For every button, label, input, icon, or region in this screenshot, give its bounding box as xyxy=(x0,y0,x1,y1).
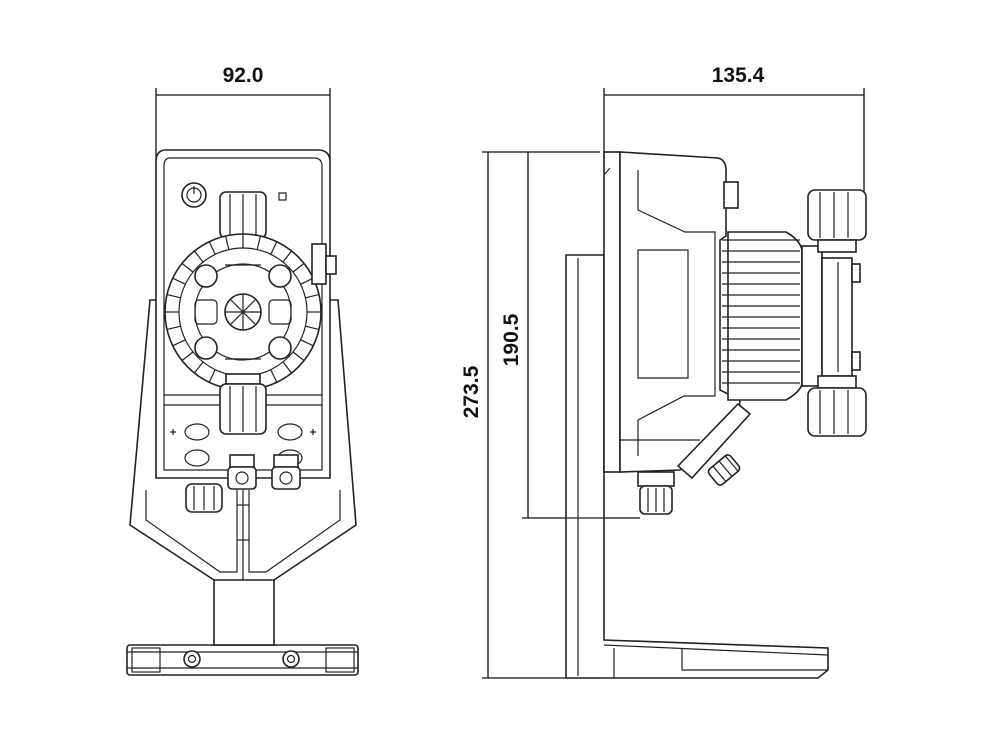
gear-tooth xyxy=(270,369,278,383)
side-lower-valve xyxy=(807,375,867,437)
gear-tooth xyxy=(172,339,186,347)
front-side-connector xyxy=(311,243,337,285)
front-view: 92.0 xyxy=(126,64,359,676)
gear-tooth xyxy=(193,361,204,374)
front-cable-glands xyxy=(185,454,301,513)
gear-tooth xyxy=(181,351,194,362)
front-width-dimension: 92.0 xyxy=(155,64,331,160)
gear-tooth xyxy=(208,241,216,255)
gear-tooth xyxy=(256,235,261,250)
gear-tooth xyxy=(208,369,216,383)
gear-tooth xyxy=(305,325,320,330)
front-pump-head xyxy=(164,233,322,391)
gear-tooth xyxy=(270,241,278,255)
gear-tooth xyxy=(292,351,305,362)
side-upper-valve xyxy=(807,189,867,253)
front-stand-neck xyxy=(213,577,275,646)
front-base xyxy=(126,644,359,676)
front-lower-valve xyxy=(219,373,267,435)
gear-tooth xyxy=(193,250,204,263)
total-height-label: 273.5 xyxy=(460,365,483,418)
side-width-dimension: 135.4 xyxy=(603,64,865,200)
gear-tooth xyxy=(300,277,314,285)
gear-tooth xyxy=(181,262,194,273)
gear-tooth xyxy=(292,262,305,273)
gear-tooth xyxy=(166,294,181,299)
side-gland-block xyxy=(637,402,752,515)
side-width-label: 135.4 xyxy=(712,64,765,87)
gear-tooth xyxy=(305,294,320,299)
power-button xyxy=(181,182,287,208)
side-view: 135.4 273.5 190.5 xyxy=(460,64,867,679)
gear-tooth xyxy=(172,277,186,285)
total-height-dimension: 273.5 xyxy=(460,151,600,679)
side-valve-manifold xyxy=(801,245,861,387)
gear-tooth xyxy=(225,235,230,250)
side-pump-head xyxy=(722,231,803,401)
gear-tooth xyxy=(282,361,293,374)
gear-tooth xyxy=(166,325,181,330)
front-width-label: 92.0 xyxy=(223,64,264,87)
gear-tooth xyxy=(282,250,293,263)
gear-tooth xyxy=(300,339,314,347)
side-housing xyxy=(603,151,741,473)
body-height-label: 190.5 xyxy=(500,313,523,366)
